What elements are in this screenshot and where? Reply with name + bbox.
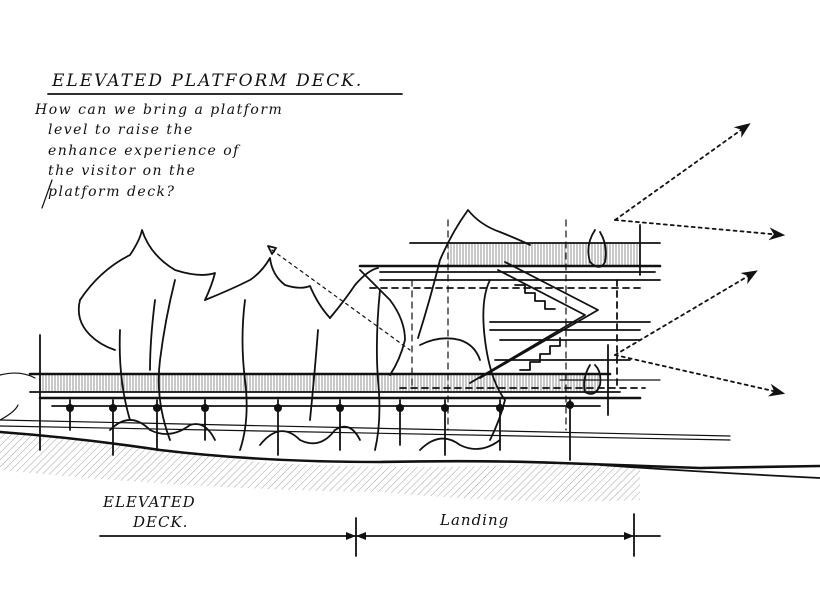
trees xyxy=(0,209,607,451)
view-arrow-left xyxy=(271,249,411,351)
view-arrow-right-1 xyxy=(614,219,786,241)
dimension-block: ELEVATED DECK. Landing xyxy=(99,493,661,557)
sketch-title: ELEVATED PLATFORM DECK. xyxy=(51,71,363,91)
title-block: ELEVATED PLATFORM DECK. How can we bring… xyxy=(34,71,403,209)
label-landing: Landing xyxy=(439,511,509,529)
note-line-3: enhance experience of xyxy=(48,143,241,159)
upper-platform xyxy=(358,219,662,431)
view-arrow-up-2 xyxy=(614,270,758,356)
label-elevated: ELEVATED xyxy=(102,493,196,511)
ground xyxy=(0,419,820,502)
view-arrow-right-2 xyxy=(614,354,786,397)
note-line-2: level to raise the xyxy=(48,122,194,138)
note-line-4: the visitor on the xyxy=(48,163,196,179)
label-deck: DECK. xyxy=(132,513,188,531)
note-line-5: platform deck? xyxy=(48,184,176,200)
view-arrows xyxy=(267,123,786,397)
view-arrow-up-1 xyxy=(614,123,751,221)
note-stroke xyxy=(41,179,53,209)
note-line-1: How can we bring a platform xyxy=(34,102,283,118)
